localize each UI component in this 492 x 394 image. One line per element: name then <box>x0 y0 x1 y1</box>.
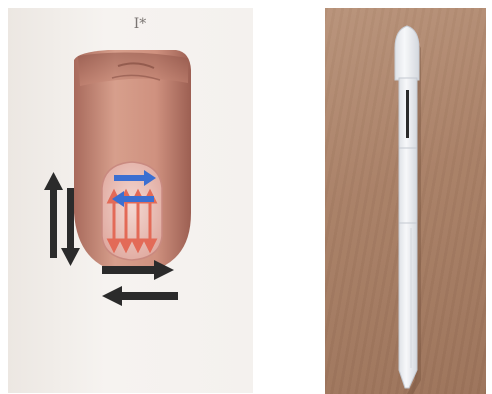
fingernail-diagram <box>8 8 253 393</box>
fingernail-diagram-photo: I* <box>8 8 253 393</box>
black-horizontal-arrows <box>102 260 178 306</box>
splint-on-wood <box>325 8 486 394</box>
splint-slot <box>406 90 409 138</box>
splint-cap <box>395 26 419 80</box>
splint-photo <box>325 8 486 394</box>
